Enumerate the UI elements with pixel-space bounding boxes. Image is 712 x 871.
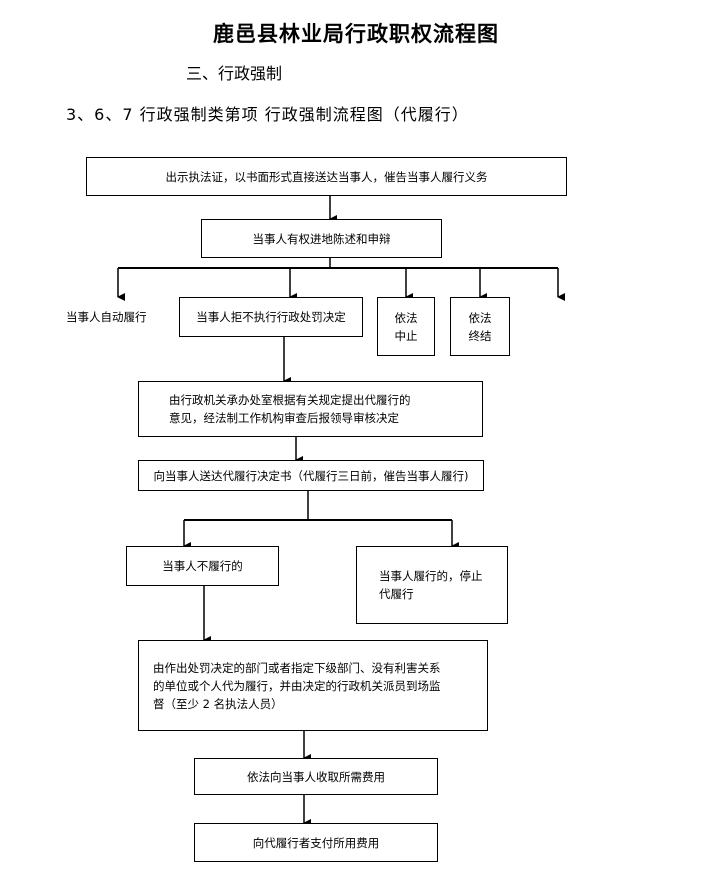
branch-terminate-line1: 依法 xyxy=(468,310,492,325)
branch-perform-stop-line1: 当事人履行的，停止 xyxy=(379,569,483,583)
flowchart-subtitle: 3、6、7 行政强制类第项 行政强制流程图（代履行） xyxy=(66,105,469,124)
step-collect-fees: 依法向当事人收取所需费用 xyxy=(194,758,438,795)
step-propose-opinion: 由行政机关承办处室根据有关规定提出代履行的 意见，经法制工作机构审查后报领导审核… xyxy=(138,381,483,437)
branch-refuse-penalty: 当事人拒不执行行政处罚决定 xyxy=(179,297,363,337)
branch-perform-stop-line2: 代履行 xyxy=(379,587,414,601)
branch-refuse-penalty-text: 当事人拒不执行行政处罚决定 xyxy=(196,310,346,324)
step-deliver-decision-text: 向当事人送达代履行决定书（代履行三日前，催告当事人履行) xyxy=(153,468,469,483)
branch-suspend-line2: 中止 xyxy=(394,328,418,343)
branch-auto-perform: 当事人自动履行 xyxy=(66,310,147,324)
step-substitute-perform-line3: 督（至少 2 名执法人员） xyxy=(153,696,283,711)
step-substitute-perform-line2: 的单位或个人代为履行，并由决定的行政机关派员到场监 xyxy=(153,678,441,693)
branch-suspend: 依法 中止 xyxy=(377,297,435,356)
branch-not-perform: 当事人不履行的 xyxy=(126,546,279,586)
branch-not-perform-text: 当事人不履行的 xyxy=(162,559,243,573)
branch-perform-stop: 当事人履行的，停止 代履行 xyxy=(356,546,508,624)
branch-terminate-line2: 终结 xyxy=(468,328,492,343)
step-deliver-decision: 向当事人送达代履行决定书（代履行三日前，催告当事人履行) xyxy=(138,460,484,491)
step-pay-performer-text: 向代履行者支付所用费用 xyxy=(252,835,380,850)
step-collect-fees-text: 依法向当事人收取所需费用 xyxy=(247,769,385,784)
step-pay-performer: 向代履行者支付所用费用 xyxy=(194,823,438,862)
branch-terminate: 依法 终结 xyxy=(450,297,510,356)
page-title: 鹿邑县林业局行政职权流程图 xyxy=(213,22,499,46)
branch-suspend-line1: 依法 xyxy=(394,310,418,325)
step-substitute-perform-line1: 由作出处罚决定的部门或者指定下级部门、没有利害关系 xyxy=(153,660,441,675)
step-show-certificate-text: 出示执法证，以书面形式直接送达当事人，催告当事人履行义务 xyxy=(165,169,488,184)
step-propose-opinion-line1: 由行政机关承办处室根据有关规定提出代履行的 xyxy=(169,393,411,407)
step-show-certificate: 出示执法证，以书面形式直接送达当事人，催告当事人履行义务 xyxy=(86,157,567,196)
step-statement-defense: 当事人有权进地陈述和申辩 xyxy=(201,219,442,258)
section-heading: 三、行政强制 xyxy=(186,64,283,83)
step-substitute-perform: 由作出处罚决定的部门或者指定下级部门、没有利害关系 的单位或个人代为履行，并由决… xyxy=(138,640,488,731)
step-propose-opinion-line2: 意见，经法制工作机构审查后报领导审核决定 xyxy=(169,411,399,425)
step-statement-defense-text: 当事人有权进地陈述和申辩 xyxy=(252,231,391,246)
